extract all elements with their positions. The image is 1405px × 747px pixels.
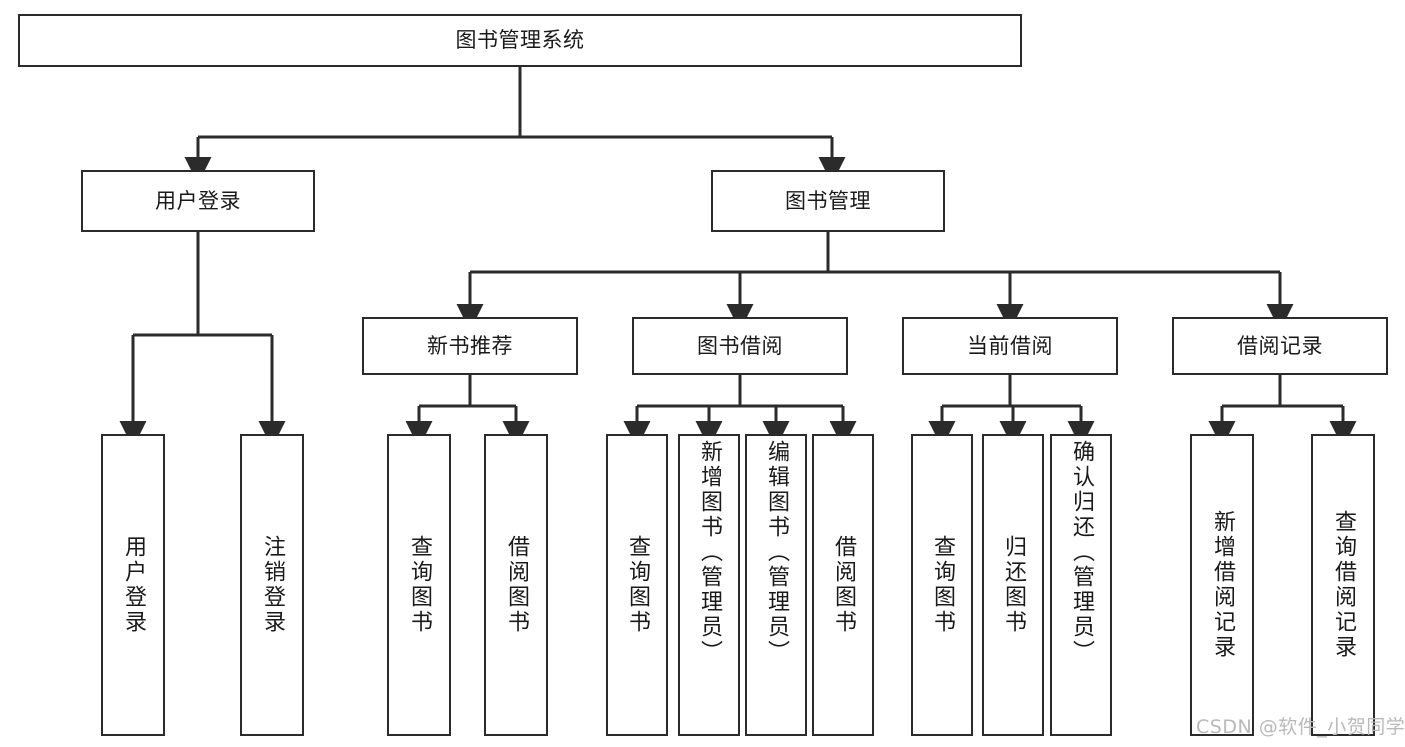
node-root-label: 图书管理系统 (455, 28, 585, 53)
node-leaf-return-book[interactable]: 归还图书 (982, 434, 1044, 736)
node-user-login[interactable]: 用户登录 (81, 170, 315, 232)
node-leaf-borrow-book-2[interactable]: 借阅图书 (812, 434, 874, 736)
connector-group-root (184, 67, 846, 184)
node-leaf-query-book-3[interactable]: 查询图书 (911, 434, 973, 736)
connector-group-new-book-recommend (405, 375, 530, 448)
node-leaf-confirm-return-admin[interactable]: 确认归还（管理员） (1050, 434, 1112, 736)
node-leaf-query-borrow-record[interactable]: 查询借阅记录 (1311, 434, 1375, 736)
node-borrow-record-label: 借阅记录 (1237, 333, 1323, 358)
node-leaf-add-book-admin[interactable]: 新增图书（管理员） (678, 434, 740, 736)
node-new-book-recommend[interactable]: 新书推荐 (362, 317, 578, 375)
node-leaf-borrow-book-1[interactable]: 借阅图书 (484, 434, 548, 736)
node-book-manage[interactable]: 图书管理 (711, 170, 945, 232)
node-leaf-logout[interactable]: 注销登录 (240, 434, 304, 736)
node-borrow-record[interactable]: 借阅记录 (1172, 317, 1388, 375)
connector-group-book-borrow (623, 375, 857, 448)
node-root[interactable]: 图书管理系统 (18, 14, 1022, 67)
node-leaf-user-login-label: 用户登录 (121, 535, 146, 635)
node-book-manage-label: 图书管理 (785, 188, 871, 213)
node-leaf-query-book-1[interactable]: 查询图书 (387, 434, 451, 736)
node-leaf-query-book-3-label: 查询图书 (930, 535, 955, 635)
node-user-login-label: 用户登录 (155, 188, 241, 213)
node-leaf-add-borrow-record-label: 新增借阅记录 (1210, 510, 1235, 660)
node-book-borrow-label: 图书借阅 (697, 333, 783, 358)
node-leaf-add-borrow-record[interactable]: 新增借阅记录 (1190, 434, 1254, 736)
node-leaf-borrow-book-1-label: 借阅图书 (504, 535, 529, 635)
node-new-book-recommend-label: 新书推荐 (427, 333, 513, 358)
connector-group-borrow-record (1208, 375, 1357, 448)
node-leaf-confirm-return-admin-label: 确认归还（管理员） (1069, 440, 1094, 665)
node-leaf-borrow-book-2-label: 借阅图书 (831, 535, 856, 635)
node-leaf-query-borrow-record-label: 查询借阅记录 (1331, 510, 1356, 660)
node-leaf-user-login[interactable]: 用户登录 (101, 434, 165, 736)
node-leaf-add-book-admin-label: 新增图书（管理员） (697, 440, 722, 665)
node-leaf-query-book-2-label: 查询图书 (625, 535, 650, 635)
node-leaf-query-book-2[interactable]: 查询图书 (606, 434, 668, 736)
connector-group-book-manage (456, 232, 1294, 331)
node-current-borrow[interactable]: 当前借阅 (902, 317, 1118, 375)
node-current-borrow-label: 当前借阅 (967, 333, 1053, 358)
node-book-borrow[interactable]: 图书借阅 (632, 317, 848, 375)
node-leaf-edit-book-admin[interactable]: 编辑图书（管理员） (745, 434, 807, 736)
connector-group-current-borrow (928, 375, 1095, 448)
node-leaf-query-book-1-label: 查询图书 (407, 535, 432, 635)
node-leaf-edit-book-admin-label: 编辑图书（管理员） (764, 440, 789, 665)
connector-group-user-login (119, 232, 286, 448)
node-leaf-return-book-label: 归还图书 (1001, 535, 1026, 635)
node-leaf-logout-label: 注销登录 (260, 535, 285, 635)
